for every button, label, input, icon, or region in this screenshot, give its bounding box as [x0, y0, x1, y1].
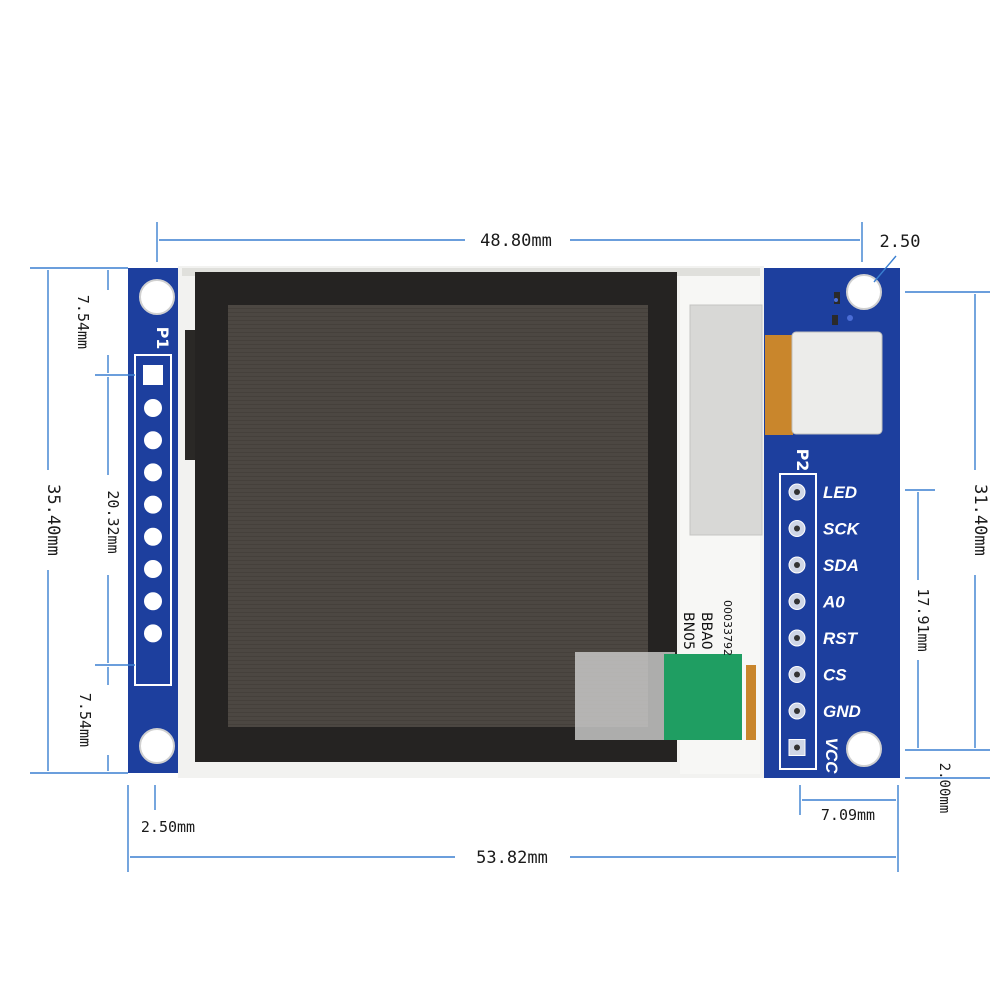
pcb-left-strip [128, 268, 182, 773]
connector-block [791, 331, 883, 435]
panel-label-line3: 00033792 [721, 600, 734, 656]
dim-bottom-left-hole: 2.50mm [141, 818, 195, 836]
p2-pin-center [794, 489, 800, 495]
p2-pin-center [794, 525, 800, 532]
header-p1-label: P1 [153, 327, 172, 350]
mounting-hole-br [846, 731, 882, 767]
header-p1: P1 [134, 327, 172, 686]
dim-right-total-height: 31.40mm [970, 484, 990, 556]
p1-pin-pad [142, 590, 164, 613]
p2-pin-center [794, 562, 800, 568]
p1-pin-pad [142, 397, 164, 419]
p1-pin-pad [142, 558, 164, 580]
dim-left-top-offset: 7.54mm [74, 295, 92, 349]
p2-pin-label-gnd: GND [823, 702, 861, 721]
p2-pin-label-vcc: VCC [822, 738, 841, 775]
protective-film-tab [575, 652, 756, 740]
p2-pin-center [794, 635, 800, 641]
panel-label-line1: BN05 [680, 612, 696, 650]
mounting-hole-bl [139, 728, 175, 764]
p2-pin-center [794, 671, 800, 678]
orange-flex [765, 335, 793, 435]
p1-pin-square [143, 365, 163, 385]
dim-top-right-hole: 2.50 [880, 232, 921, 252]
dim-bottom-total-width: 53.82mm [476, 848, 548, 868]
p2-pin-label-cs: CS [823, 666, 847, 685]
mounting-holes [139, 274, 882, 767]
p2-pin-label-sda: SDA [823, 556, 859, 575]
p1-pin-pad [142, 461, 164, 484]
p1-pin-pad [142, 493, 164, 516]
p2-pin-center [794, 744, 800, 751]
p1-pin-pad [142, 429, 164, 452]
dimension-labels: 48.80mm 2.50 7.54mm 20.32mm 7.54mm 35.40… [43, 231, 990, 868]
p2-pin-label-rst: RST [823, 629, 859, 648]
p1-pin-pad [142, 622, 164, 645]
dim-top-width: 48.80mm [480, 231, 552, 251]
p2-pin-center [794, 598, 800, 605]
dim-right-bottom-offset: 2.00mm [936, 763, 952, 814]
p2-pin-label-sck: SCK [823, 520, 861, 539]
mounting-hole-tl [139, 279, 175, 315]
panel-label-line2: BBA0 [698, 612, 714, 650]
dim-right-pin-span: 17.91mm [914, 588, 932, 651]
dim-left-pin-span: 20.32mm [104, 490, 122, 553]
p2-pin-label-a0: A0 [822, 593, 845, 612]
dimension-lines [30, 222, 990, 872]
p2-pin-label-led: LED [823, 483, 857, 502]
dim-bottom-right-offset: 7.09mm [821, 806, 875, 824]
dim-left-bottom-offset: 7.54mm [76, 693, 94, 747]
dim-left-total-height: 35.40mm [43, 484, 63, 556]
mounting-hole-tr [846, 274, 882, 310]
p2-pin-center [794, 708, 800, 714]
panel-part-label: BN05 BBA0 00033792 [680, 600, 734, 656]
green-film-tab [664, 654, 742, 740]
header-p2-label: P2 [793, 449, 812, 472]
flex-cable-tape [689, 304, 763, 536]
p1-pin-pad [142, 525, 164, 548]
